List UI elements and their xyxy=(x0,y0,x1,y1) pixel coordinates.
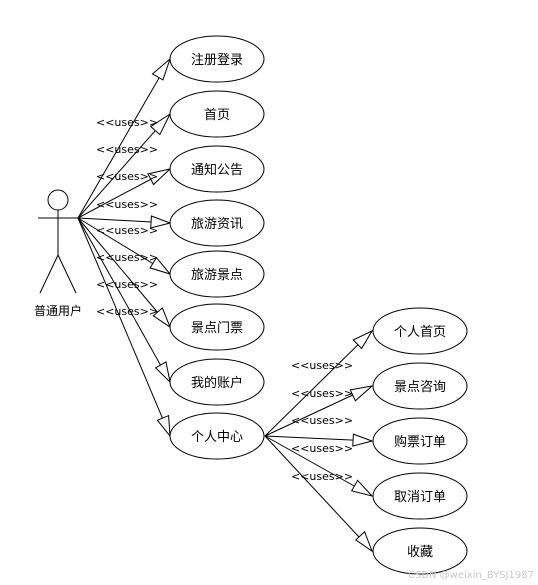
sub-use-cases: 个人首页 景点咨询 购票订单 取消订单 收藏 xyxy=(372,307,468,575)
uses-labels-sub: <<uses>> <<uses>> <<uses>> <<uses>> <<us… xyxy=(291,359,353,483)
watermark: CSDN @weixin_BYSJ1987 xyxy=(408,570,534,581)
sub-relations xyxy=(264,329,374,553)
use-case-label: 旅游资讯 xyxy=(191,217,243,232)
use-case-label: 个人中心 xyxy=(191,430,243,445)
use-case-tickets: 景点门票 xyxy=(169,303,265,351)
uses-label: <<uses>> xyxy=(96,143,158,156)
use-case-personal-home: 个人首页 xyxy=(372,307,468,355)
relation-scenic-spots xyxy=(77,217,172,275)
relation-ticket-orders xyxy=(264,433,374,447)
use-case-label: 我的账户 xyxy=(191,375,243,391)
use-case-label: 取消订单 xyxy=(394,490,446,505)
use-case-home: 首页 xyxy=(169,90,265,138)
relation-personal-home xyxy=(264,329,374,437)
use-case-register-login: 注册登录 xyxy=(169,35,265,83)
uses-label: <<uses>> xyxy=(96,305,158,318)
use-case-label: 景点门票 xyxy=(191,321,243,336)
uses-label: <<uses>> xyxy=(96,116,158,129)
use-case-label: 通知公告 xyxy=(191,162,243,178)
use-case-label: 首页 xyxy=(204,108,230,123)
uses-labels-actor: <<uses>> <<uses>> <<uses>> <<uses>> <<us… xyxy=(96,116,158,318)
relation-favorites xyxy=(264,435,374,553)
use-case-ticket-orders: 购票订单 xyxy=(372,417,468,465)
uses-label: <<uses>> xyxy=(291,442,353,455)
uses-label: <<uses>> xyxy=(291,470,353,483)
use-case-scenic-spots: 旅游景点 xyxy=(169,250,265,298)
uses-label: <<uses>> xyxy=(96,198,158,211)
relation-tickets xyxy=(77,217,172,329)
relation-cancel-orders xyxy=(264,435,374,497)
uses-label: <<uses>> xyxy=(291,414,353,427)
use-case-label: 注册登录 xyxy=(191,53,243,68)
relation-travel-news xyxy=(77,215,172,229)
use-case-favorites: 收藏 xyxy=(372,527,468,575)
use-case-label: 旅游景点 xyxy=(191,268,243,283)
relation-my-account xyxy=(77,217,171,384)
use-case-label: 购票订单 xyxy=(394,434,446,450)
use-case-personal-center: 个人中心 xyxy=(169,412,265,460)
use-case-travel-news: 旅游资讯 xyxy=(169,199,265,247)
use-case-my-account: 我的账户 xyxy=(169,358,265,406)
uses-label: <<uses>> xyxy=(96,170,158,183)
use-case-label: 个人首页 xyxy=(394,325,446,340)
uses-label: <<uses>> xyxy=(96,224,158,237)
use-case-notice: 通知公告 xyxy=(169,145,265,193)
relation-personal-center xyxy=(77,217,171,438)
actor-figure xyxy=(38,189,78,294)
relation-scenic-consult xyxy=(264,385,374,437)
relation-register xyxy=(77,57,172,219)
uses-label: <<uses>> xyxy=(291,359,353,372)
use-case-cancel-orders: 取消订单 xyxy=(372,472,468,520)
actor-relations xyxy=(77,57,172,438)
use-case-label: 收藏 xyxy=(407,545,433,560)
use-cases: 注册登录 首页 通知公告 旅游资讯 旅游景点 景点门票 我的账户 个人中心 xyxy=(169,35,265,460)
uses-label: <<uses>> xyxy=(291,387,353,400)
uses-label: <<uses>> xyxy=(96,278,158,291)
actor-label: 普通用户 xyxy=(34,303,82,318)
relation-home xyxy=(77,112,172,219)
relation-notice xyxy=(77,168,172,219)
use-case-scenic-consult: 景点咨询 xyxy=(372,362,468,410)
uses-label: <<uses>> xyxy=(96,251,158,264)
use-case-label: 景点咨询 xyxy=(394,380,446,395)
